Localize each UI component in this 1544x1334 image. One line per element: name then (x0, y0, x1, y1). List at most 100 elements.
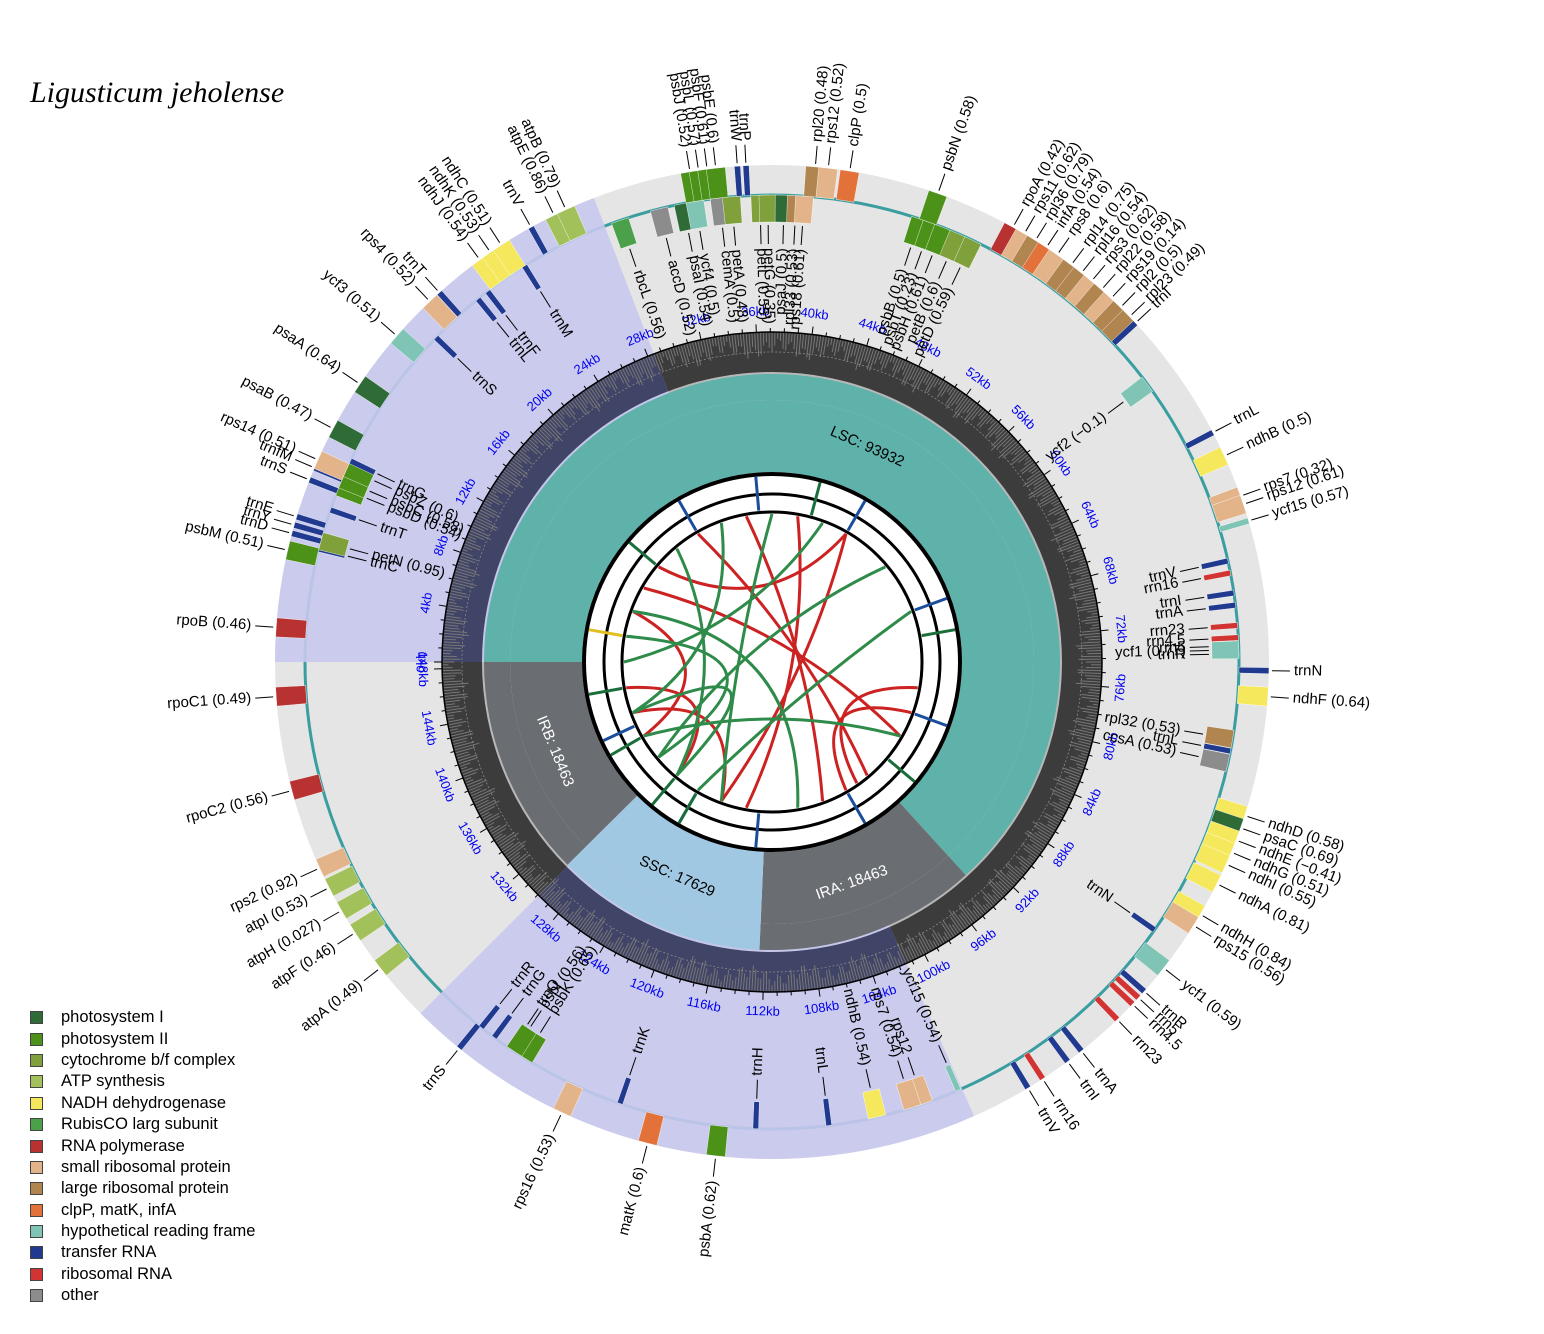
gene-leader (363, 969, 379, 982)
tick-mark (599, 945, 605, 954)
gc-spike (1020, 866, 1027, 873)
tick-label: 40kb (800, 304, 830, 322)
gc-spike (1055, 532, 1076, 542)
gene-block (1211, 495, 1247, 523)
gc-spike (806, 972, 810, 990)
gene-leader (496, 322, 510, 338)
gc-spike (488, 491, 500, 499)
gene-leader (1082, 1052, 1095, 1068)
gc-spike (544, 891, 555, 902)
gene-leader (938, 173, 946, 191)
gene-leader (369, 490, 388, 500)
gc-spike (1077, 669, 1102, 672)
gc-spike (1084, 675, 1102, 677)
gene-label: ndhF (0.64) (1292, 689, 1371, 711)
gc-spike (928, 939, 935, 950)
gene-block (862, 1088, 887, 1120)
gc-spike (1016, 855, 1031, 868)
gc-spike (879, 958, 886, 973)
repeat-mark (651, 777, 676, 806)
tick-mark (439, 723, 449, 727)
tick-mark (1065, 508, 1070, 512)
tick-mark (930, 369, 934, 374)
gc-spike (448, 724, 462, 729)
gc-spike (473, 519, 497, 531)
gc-spike (508, 851, 520, 861)
gc-spike (1058, 543, 1081, 553)
gc-spike (1053, 501, 1061, 507)
tick-mark (1003, 896, 1007, 901)
gc-spike (998, 440, 1018, 459)
tick-mark (473, 511, 478, 515)
legend-item: ATP synthesis (30, 1071, 255, 1092)
gene-leader (445, 1050, 458, 1065)
repeat-link (632, 609, 800, 808)
gc-spike (544, 422, 563, 442)
gc-spike (484, 815, 500, 825)
gene-block (742, 165, 751, 197)
gc-spike (447, 598, 455, 601)
gene-leader (665, 237, 672, 257)
gc-spike (491, 486, 503, 494)
gc-spike (456, 565, 477, 573)
tick-mark (644, 348, 649, 357)
gene-block (822, 1098, 832, 1127)
gc-spike (634, 361, 643, 379)
tick-label: 144kb (419, 709, 440, 747)
tick-mark (1100, 629, 1109, 632)
gc-spike (645, 356, 655, 377)
gene-block (1199, 748, 1231, 773)
gc-spike (1019, 855, 1033, 866)
tick-mark (461, 537, 466, 540)
tick-mark (1081, 547, 1087, 550)
gc-spike (466, 779, 488, 789)
repeat-mark (921, 628, 956, 638)
gc-spike (632, 947, 640, 962)
gc-spike (1028, 465, 1038, 473)
gc-spike (614, 935, 624, 953)
gc-spike (782, 332, 785, 349)
repeat-mark (588, 686, 623, 696)
gc-spike (1011, 451, 1027, 465)
gc-spike (1068, 729, 1094, 737)
gc-spike (886, 961, 891, 971)
gc-spike (487, 494, 504, 504)
tick-mark (692, 982, 695, 987)
tick-mark (698, 331, 702, 340)
gene-leader (907, 1057, 915, 1076)
tick-mark (859, 979, 862, 985)
gc-spike (499, 474, 518, 488)
gc-spike (854, 960, 861, 981)
gc-spike (509, 460, 529, 476)
gc-spike (700, 960, 707, 985)
gc-spike (1052, 801, 1068, 810)
gc-spike (683, 962, 690, 981)
gc-spike (1028, 855, 1036, 861)
tick-mark (446, 737, 451, 740)
gene-label: trnL (1231, 401, 1262, 428)
gc-spike (1076, 604, 1098, 609)
gc-spike (468, 784, 484, 792)
gc-spike (491, 827, 506, 838)
tick-mark (898, 966, 902, 971)
gc-spike (561, 407, 571, 418)
gene-block (1119, 969, 1147, 994)
gc-spike (970, 407, 983, 421)
repeat-link (632, 685, 733, 777)
gc-spike (1088, 691, 1101, 695)
gc-spike (453, 742, 480, 751)
tick-mark (885, 971, 889, 976)
gc-spike (522, 867, 536, 879)
gc-spike (742, 333, 746, 356)
gc-spike (1075, 576, 1091, 582)
gene-leader (815, 145, 818, 164)
gc-spike (445, 710, 462, 715)
gc-spike (1063, 535, 1078, 542)
gc-spike (897, 958, 902, 966)
gc-spike (907, 945, 915, 961)
gc-spike (499, 838, 516, 850)
legend-swatch (30, 1203, 43, 1217)
gc-spike (443, 627, 460, 630)
tick-mark (954, 383, 958, 388)
gc-spike (442, 680, 463, 683)
